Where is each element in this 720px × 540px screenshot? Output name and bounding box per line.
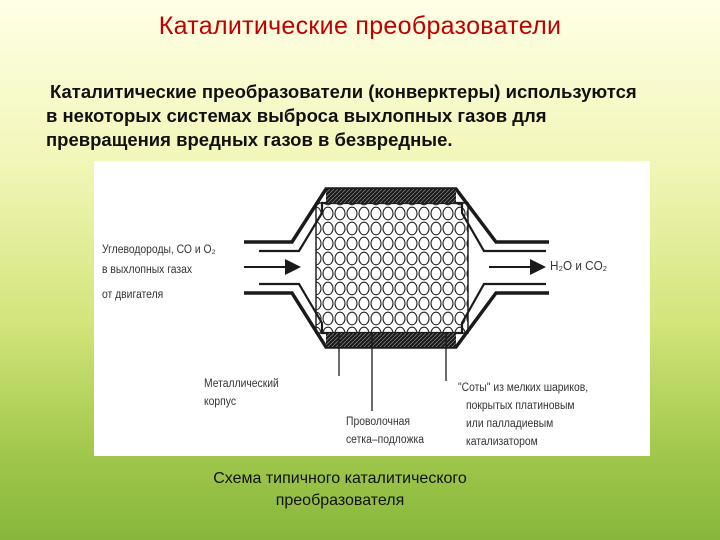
inlet-label-line: от двигателя	[102, 289, 164, 301]
honeycomb-label-line: катализатором	[466, 436, 538, 448]
slide-title: Каталитические преобразователи	[158, 12, 562, 40]
inlet-label-line: Углеводороды, СО и О₂	[102, 244, 216, 256]
housing-label-line: Металлический	[204, 378, 279, 390]
intro-line: превращения вредных газов в безвредные.	[46, 129, 453, 150]
caption-line: Схема типичного каталитического	[213, 470, 467, 487]
mesh-label-line: Проволочная	[346, 416, 411, 428]
honeycomb-label-line: "Соты" из мелких шариков,	[458, 382, 589, 394]
intro-line: в некоторых системах выброса выхлопных г…	[46, 105, 547, 126]
mesh-label-line: сетка–подложка	[346, 434, 425, 446]
caption-line: преобразователя	[275, 492, 405, 509]
figure-caption: Схема типичного каталитического преобраз…	[150, 468, 530, 512]
converter-drawing	[244, 187, 549, 411]
intro-line: Каталитические преобразователи (конверкт…	[50, 81, 637, 102]
inlet-label-line: в выхлопных газах	[102, 264, 193, 276]
intro-paragraph: Каталитические преобразователи (конверкт…	[46, 80, 706, 152]
converter-diagram: Углеводороды, СО и О₂ в выхлопных газах …	[94, 161, 650, 456]
housing-label-line: корпус	[204, 396, 237, 408]
metal-housing	[244, 187, 549, 349]
honeycomb-label-line: или палладиевым	[466, 418, 554, 430]
outlet-label: H₂O и CO₂	[550, 258, 608, 273]
honeycomb-bed	[315, 202, 469, 334]
honeycomb-label-line: покрытых платиновым	[466, 400, 575, 412]
